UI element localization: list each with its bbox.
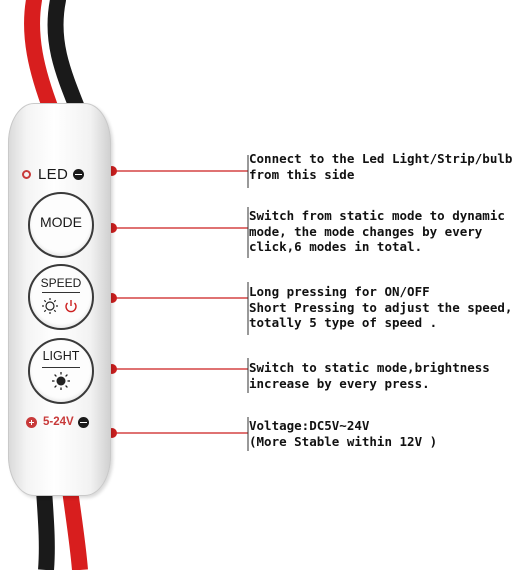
mode-button-label: MODE [40,214,82,230]
power-icon [65,300,77,313]
voltage-indicator-row: 5-24V [26,412,116,432]
callout-mode [107,223,248,233]
annotation-line: Short Pressing to adjust the speed, [249,299,513,315]
light-button[interactable]: LIGHT [28,338,94,404]
callout-voltage [107,428,248,438]
annotation-line: totally 5 type of speed . [249,315,438,330]
annotation-led: Connect to the Led Light/Strip/bulb from… [249,151,519,182]
bottom-red-wire [62,488,88,570]
annotation-line: increase by every press. [249,375,430,391]
speed-icons [42,298,77,314]
minus-icon [73,168,85,180]
annotation-speed: Long pressing for ON/OFF Short Pressing … [249,284,519,331]
annotation-line: from this side [249,166,355,182]
light-underline [42,367,80,368]
callout-light [107,364,248,374]
sun-filled-icon [52,372,70,390]
annotation-line: mode, the mode changes by every [249,223,483,239]
annotation-line: Switch from static mode to dynamic [249,208,505,223]
annotation-line: (More Stable within 12V ) [249,433,438,449]
speed-button-label: SPEED [40,276,82,290]
plus-filled-icon [26,416,37,428]
top-black-wire [47,0,86,118]
speed-button[interactable]: SPEED [28,264,94,330]
led-label: LED [38,165,69,183]
mode-button[interactable]: MODE [28,192,94,258]
annotation-line: Switch to static mode,brightness [249,360,490,375]
bottom-black-wire [36,489,55,570]
plus-icon [22,169,31,179]
annotation-line: Connect to the Led Light/Strip/bulb [249,151,513,166]
voltage-label: 5-24V [43,416,74,428]
light-button-label: LIGHT [42,349,80,363]
top-red-wire [24,0,60,120]
light-icon-wrap [52,372,70,390]
callout-led [107,166,248,176]
sun-outline-icon [42,298,58,314]
led-indicator-row: LED [22,164,112,184]
minus-icon [77,416,89,428]
annotation-line: Voltage:DC5V~24V [249,418,370,433]
annotation-line: Long pressing for ON/OFF [249,284,430,299]
speed-underline [42,292,80,293]
callout-speed [107,293,248,303]
annotation-line: click,6 modes in total. [249,239,423,254]
annotation-light: Switch to static mode,brightness increas… [249,360,519,391]
annotation-voltage: Voltage:DC5V~24V (More Stable within 12V… [249,418,519,449]
annotation-mode: Switch from static mode to dynamic mode,… [249,208,519,255]
